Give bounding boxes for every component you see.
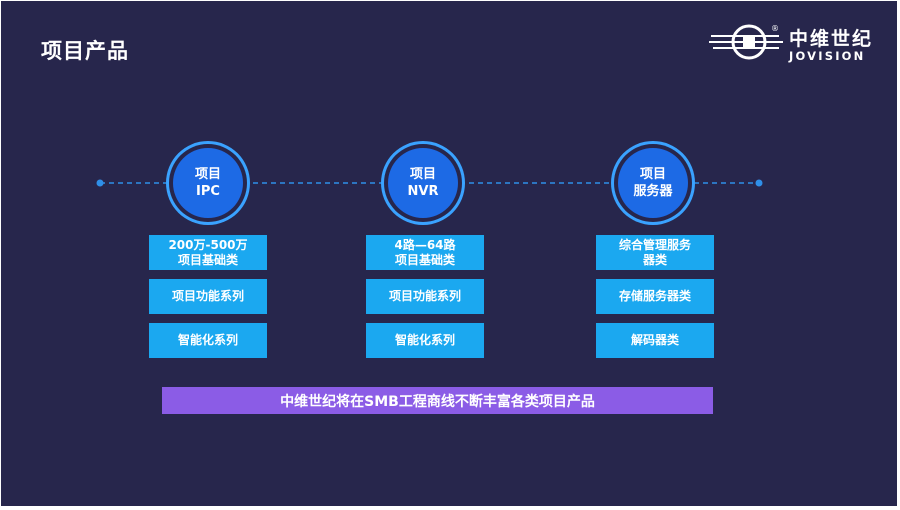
node-nvr: 项目 NVR xyxy=(388,148,458,218)
box-label: 智能化系列 xyxy=(394,333,455,347)
svg-text:®: ® xyxy=(771,24,779,33)
product-box: 项目功能系列 xyxy=(366,279,484,314)
box-label: 项目功能系列 xyxy=(388,289,461,303)
node-label: 服务器 xyxy=(633,184,673,199)
logo-name-en: JOVISION xyxy=(789,49,866,63)
product-box: 智能化系列 xyxy=(149,323,267,358)
box-label: 综合管理服务 xyxy=(618,237,691,252)
box-label: 项目功能系列 xyxy=(171,289,244,303)
brand-logo: ® 中维世纪 JOVISION xyxy=(709,21,879,66)
box-label: 4路—64路 xyxy=(394,237,456,252)
box-label: 解码器类 xyxy=(630,333,679,347)
product-box: 智能化系列 xyxy=(366,323,484,358)
product-box: 解码器类 xyxy=(596,323,714,358)
slide-title: 项目产品 xyxy=(41,39,129,63)
logo-name-cn: 中维世纪 xyxy=(789,28,874,50)
jovision-logo-icon: ® xyxy=(709,24,783,60)
node-label: NVR xyxy=(407,184,439,199)
product-box: 200万-500万 项目基础类 xyxy=(149,235,267,270)
box-label: 200万-500万 xyxy=(168,237,248,252)
box-label: 器类 xyxy=(642,252,667,267)
product-box: 综合管理服务 器类 xyxy=(596,235,714,270)
node-label: 项目 xyxy=(639,167,666,182)
timeline-end-dot xyxy=(755,179,763,187)
node-label: 项目 xyxy=(409,167,436,182)
summary-banner: 中维世纪将在SMB工程商线不断丰富各类项目产品 xyxy=(162,387,713,414)
box-label: 存储服务器类 xyxy=(618,289,691,303)
node-label: IPC xyxy=(196,184,220,199)
product-box: 4路—64路 项目基础类 xyxy=(366,235,484,270)
node-ipc: 项目 IPC xyxy=(173,148,243,218)
product-box: 项目功能系列 xyxy=(149,279,267,314)
product-box: 存储服务器类 xyxy=(596,279,714,314)
box-label: 智能化系列 xyxy=(177,333,238,347)
node-server: 项目 服务器 xyxy=(618,148,688,218)
box-label: 项目基础类 xyxy=(177,252,238,267)
node-label: 项目 xyxy=(194,167,221,182)
box-label: 项目基础类 xyxy=(394,252,455,267)
timeline-start-dot xyxy=(96,179,104,187)
